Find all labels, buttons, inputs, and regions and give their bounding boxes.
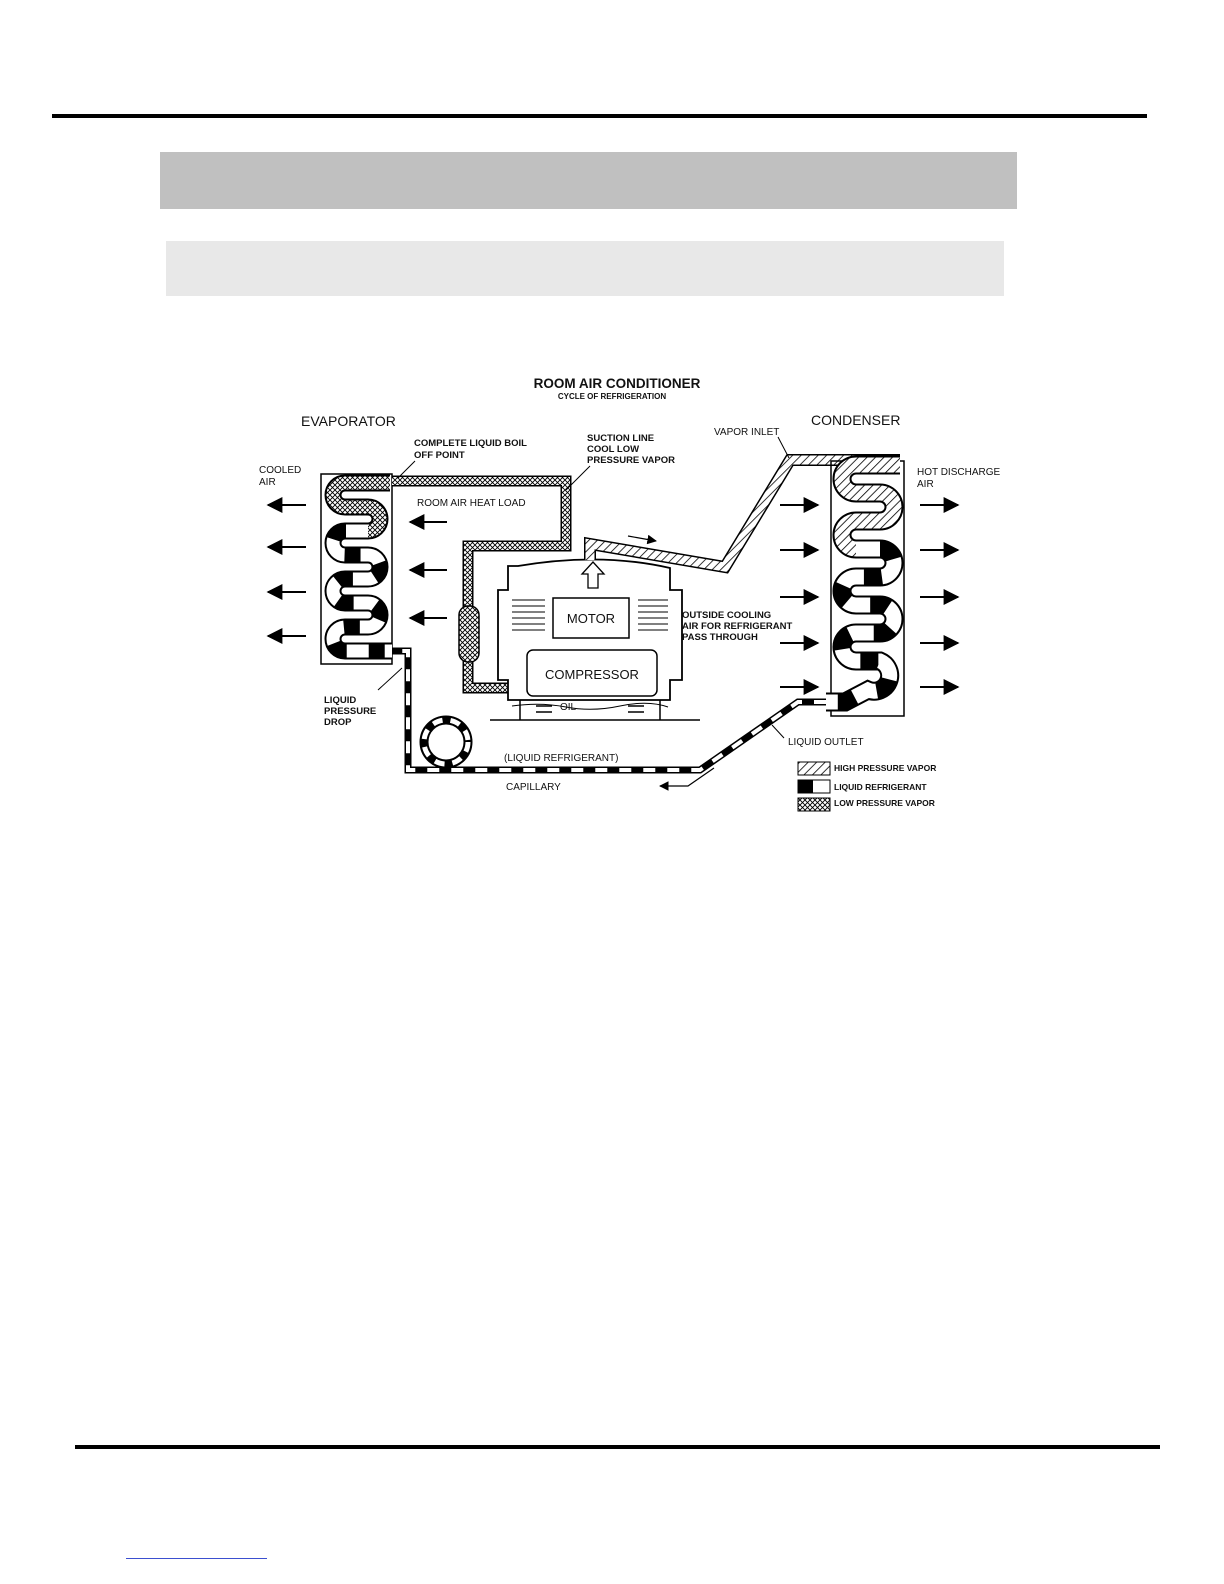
complete-liquid-label-2: OFF POINT [414, 450, 465, 461]
hot-discharge-label-1: HOT DISCHARGE [917, 467, 1000, 478]
diagram-title: ROOM AIR CONDITIONER [534, 376, 701, 391]
section-subheader-band [166, 241, 1004, 296]
suction-line-label-1: SUCTION LINE [587, 433, 654, 444]
diagram-subtitle: CYCLE OF REFRIGERATION [558, 392, 667, 401]
condenser-label: CONDENSER [811, 412, 900, 428]
outside-cooling-label-3: PASS THROUGH [682, 632, 758, 643]
legend-swatch-low-pressure [797, 797, 831, 812]
hot-discharge-label-2: AIR [917, 479, 934, 490]
liquid-refrigerant-line-label: (LIQUID REFRIGERANT) [504, 753, 618, 764]
liquid-pressure-label-1: LIQUID [324, 695, 356, 706]
legend-label-liquid: LIQUID REFRIGERANT [834, 782, 927, 792]
top-rule [52, 114, 1147, 118]
outside-cooling-label-2: AIR FOR REFRIGERANT [682, 621, 793, 632]
liquid-outlet-label: LIQUID OUTLET [788, 737, 864, 748]
cooled-air-label-2: AIR [259, 477, 276, 488]
bottom-rule [75, 1445, 1160, 1449]
vapor-inlet-label: VAPOR INLET [714, 427, 779, 438]
liquid-pressure-label-3: DROP [324, 717, 352, 728]
motor-label: MOTOR [567, 611, 615, 626]
discharge-up-arrow [580, 561, 606, 589]
legend-swatch-high-pressure [797, 761, 831, 776]
compressor-base [490, 700, 700, 721]
accumulator [458, 605, 480, 663]
footer-link[interactable] [126, 1558, 267, 1559]
legend-label-low-pressure: LOW PRESSURE VAPOR [834, 798, 935, 808]
suction-line-label-3: PRESSURE VAPOR [587, 455, 675, 466]
compressor-label: COMPRESSOR [545, 667, 639, 682]
capillary-label: CAPILLARY [506, 782, 561, 793]
evaporator-frame [320, 473, 393, 665]
room-air-heat-load-label: ROOM AIR HEAT LOAD [417, 498, 526, 509]
legend: HIGH PRESSURE VAPOR LIQUID REFRIGERANT L… [797, 761, 936, 812]
oil-label: OIL [560, 702, 577, 713]
oil-level [511, 702, 669, 710]
liquid-pressure-label-2: PRESSURE [324, 706, 376, 717]
outside-cooling-label-1: OUTSIDE COOLING [682, 610, 771, 621]
cooled-air-label-1: COOLED [259, 465, 301, 476]
complete-liquid-label-1: COMPLETE LIQUID BOIL [414, 438, 527, 449]
section-header-band [160, 152, 1017, 209]
suction-line-label-2: COOL LOW [587, 444, 639, 455]
motor-box [552, 597, 630, 639]
legend-label-high-pressure: HIGH PRESSURE VAPOR [834, 763, 936, 773]
compressor-box [526, 649, 658, 697]
capillary-coil [419, 715, 473, 769]
evaporator-label: EVAPORATOR [301, 413, 396, 429]
